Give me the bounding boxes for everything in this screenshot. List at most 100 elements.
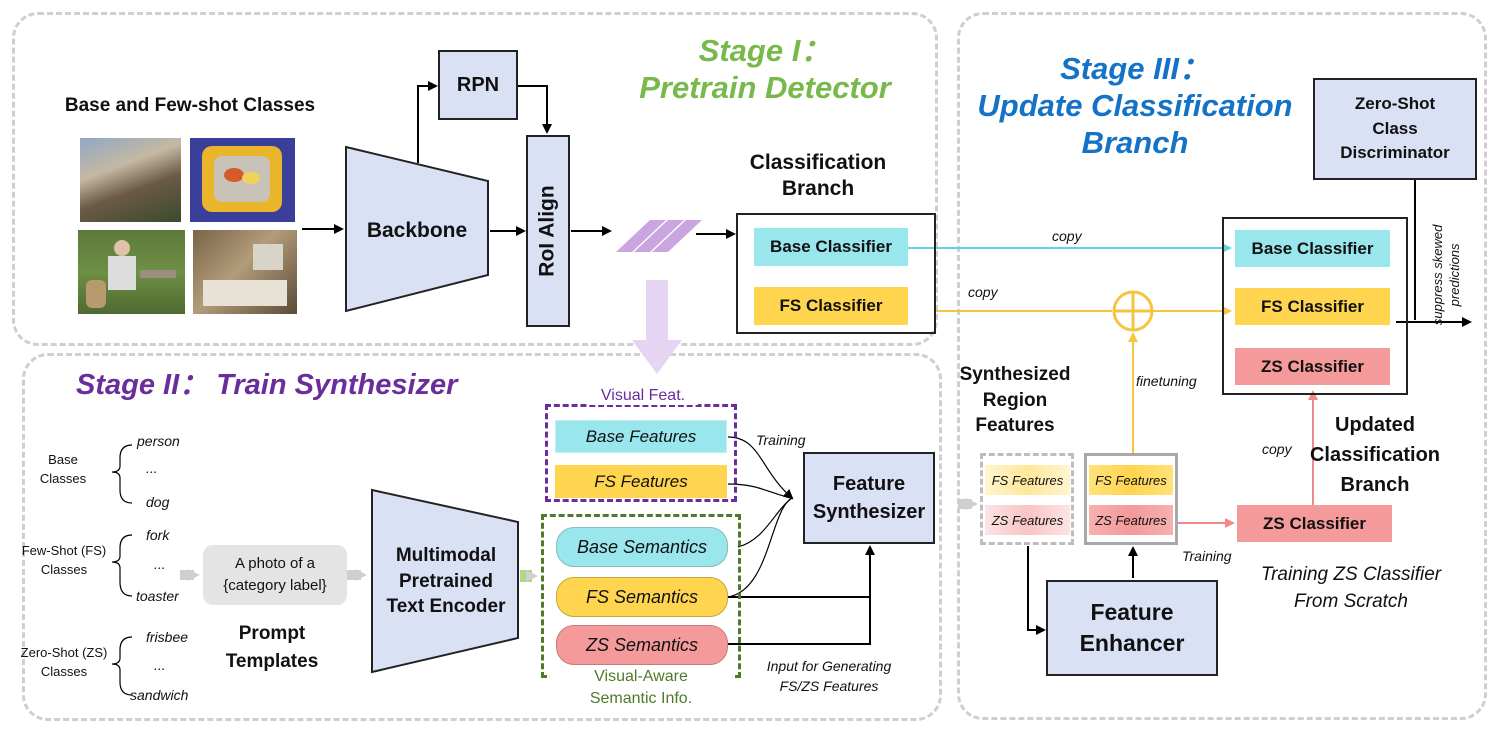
text-encoder-line3: Text Encoder [386, 596, 506, 618]
feature-enhancer-box: Feature Enhancer [1046, 580, 1218, 676]
synthesized-region-features-title: Synthesized Region Features [950, 362, 1080, 439]
base-classes-line2: Classes [39, 470, 87, 486]
classification-branch-box [736, 213, 936, 334]
training-zs-line1: Training ZS Classifier [1260, 564, 1442, 585]
prompt-templates-title: Prompt Templates [200, 620, 344, 675]
base-classes-line1: Base [48, 452, 78, 467]
stage2-region [22, 353, 942, 721]
synthesized-line3: Features [975, 415, 1055, 437]
stage1-title-line2: Pretrain Detector [639, 70, 891, 106]
prompt-template-box: A photo of a {category label} [203, 545, 347, 605]
zs-semantics-label: ZS Semantics [585, 634, 699, 655]
fs-classes-line2: Classes [40, 561, 88, 577]
feature-enhancer-line1: Feature [1090, 598, 1174, 625]
zero-shot-discriminator-box: Zero-Shot Class Discriminator [1313, 78, 1477, 180]
copy-label-cyan: copy [1052, 228, 1082, 244]
synth-zs-features: ZS Features [985, 505, 1070, 535]
stage1-title: Stage I： Pretrain Detector [600, 32, 930, 106]
zs-semantics: ZS Semantics [556, 625, 728, 665]
class-item-fork: fork [146, 527, 170, 543]
classification-branch-title: Classification Branch [728, 150, 908, 203]
stage1-title-line1: Stage I： [698, 33, 832, 68]
base-fewshot-title: Base and Few-shot Classes [64, 95, 316, 116]
stage1-region [12, 12, 938, 346]
class-item-ellipsis-1: ... [146, 460, 158, 476]
semantic-info-line1: Visual-Aware [594, 668, 688, 685]
synth-fs-features: FS Features [985, 465, 1070, 495]
enhanced-features-box [1084, 453, 1178, 545]
class-item-dog: dog [146, 494, 170, 510]
roi-align-label: RoI Align [536, 185, 559, 277]
zs-classes-line2: Classes [40, 663, 88, 679]
base-classifier-updated-label: Base Classifier [1251, 238, 1374, 258]
zero-shot-discriminator-line1: Zero-Shot [1354, 94, 1436, 114]
zs-classifier-updated: ZS Classifier [1235, 348, 1390, 385]
base-semantics: Base Semantics [556, 527, 728, 567]
sample-image-food-tray [190, 138, 295, 222]
base-classifier-stage1: Base Classifier [754, 228, 908, 266]
class-item-sandwich: sandwich [130, 687, 189, 703]
input-gen-line1: Input for Generating [766, 658, 892, 674]
fs-classes-line1: Few-Shot (FS) [21, 543, 107, 558]
class-item-ellipsis-3: ... [154, 657, 166, 673]
training-zs-from-scratch: Training ZS Classifier From Scratch [1246, 562, 1456, 615]
fs-classifier-stage1-label: FS Classifier [779, 296, 883, 315]
base-classifier-updated: Base Classifier [1235, 230, 1390, 267]
fs-classes-label: Few-Shot (FS) Classes [18, 542, 110, 580]
text-encoder-shape [371, 488, 519, 674]
base-semantics-label: Base Semantics [576, 536, 708, 557]
sample-image-dogs-bench [78, 230, 185, 314]
prompt-line1: A photo of a [234, 555, 316, 573]
fs-classifier-updated: FS Classifier [1235, 288, 1390, 325]
class-item-frisbee: frisbee [146, 629, 189, 645]
text-encoder-line2: Pretrained [399, 570, 493, 592]
copy-label-yellow: copy [968, 284, 998, 300]
enhanced-zs-features-label: ZS Features [1095, 512, 1167, 528]
zs-classifier-updated-label: ZS Classifier [1261, 356, 1364, 376]
fs-classifier-updated-label: FS Classifier [1261, 296, 1364, 316]
synth-fs-features-label: FS Features [991, 472, 1064, 488]
prompt-templates-line1: Prompt [238, 623, 306, 644]
backbone-label: Backbone [366, 219, 468, 242]
classification-branch-title-line1: Classification [749, 151, 887, 174]
zero-shot-discriminator-line3: Discriminator [1340, 143, 1450, 163]
synthesized-features-box [980, 453, 1074, 545]
enhanced-zs-features: ZS Features [1089, 505, 1173, 535]
training-label-right: Training [1182, 548, 1232, 564]
fs-semantics: FS Semantics [556, 577, 728, 617]
synthesized-line2: Region [982, 389, 1048, 411]
class-item-toaster: toaster [136, 588, 179, 604]
backbone-shape [345, 145, 489, 313]
suppress-line1: suppress skewed [1430, 224, 1446, 326]
training-label-mid: Training [756, 432, 806, 448]
synth-zs-features-label: ZS Features [991, 512, 1064, 528]
fs-features-visual: FS Features [555, 465, 727, 498]
rpn-box: RPN [438, 50, 518, 120]
stage3-title-line3: Branch [1081, 125, 1189, 161]
prompt-line2: {category label} [223, 577, 327, 594]
updated-branch-title-line1: Updated [1335, 414, 1415, 436]
updated-branch-title-line3: Branch [1340, 474, 1410, 496]
zs-classifier-scratch-label: ZS Classifier [1263, 513, 1366, 533]
zs-classifier-scratch: ZS Classifier [1237, 505, 1392, 542]
updated-branch-title: Updated Classification Branch [1300, 410, 1450, 500]
base-features-visual-label: Base Features [585, 426, 697, 446]
semantic-info-title: Visual-Aware Semantic Info. [550, 666, 732, 710]
base-classifier-stage1-label: Base Classifier [770, 237, 892, 256]
suppress-line2: predictions [1447, 243, 1462, 307]
updated-branch-title-line2: Classification [1309, 444, 1441, 466]
base-classes-label: Base Classes [22, 451, 104, 489]
sample-image-street [80, 138, 181, 222]
stage3-title: Stage III： Update Classification Branch [960, 50, 1310, 162]
enhanced-fs-features-label: FS Features [1095, 472, 1167, 488]
fs-features-visual-label: FS Features [594, 471, 688, 491]
fs-classifier-stage1: FS Classifier [754, 287, 908, 325]
class-item-ellipsis-2: ... [154, 556, 166, 572]
feature-enhancer-line2: Enhancer [1079, 630, 1185, 656]
class-item-person: person [137, 433, 180, 449]
synthesized-line1: Synthesized [959, 364, 1071, 385]
classification-branch-title-line2: Branch [781, 177, 855, 201]
visual-feat-box [545, 404, 737, 502]
zs-classes-label: Zero-Shot (ZS) Classes [16, 644, 112, 682]
zero-shot-discriminator-line2: Class [1372, 118, 1418, 138]
